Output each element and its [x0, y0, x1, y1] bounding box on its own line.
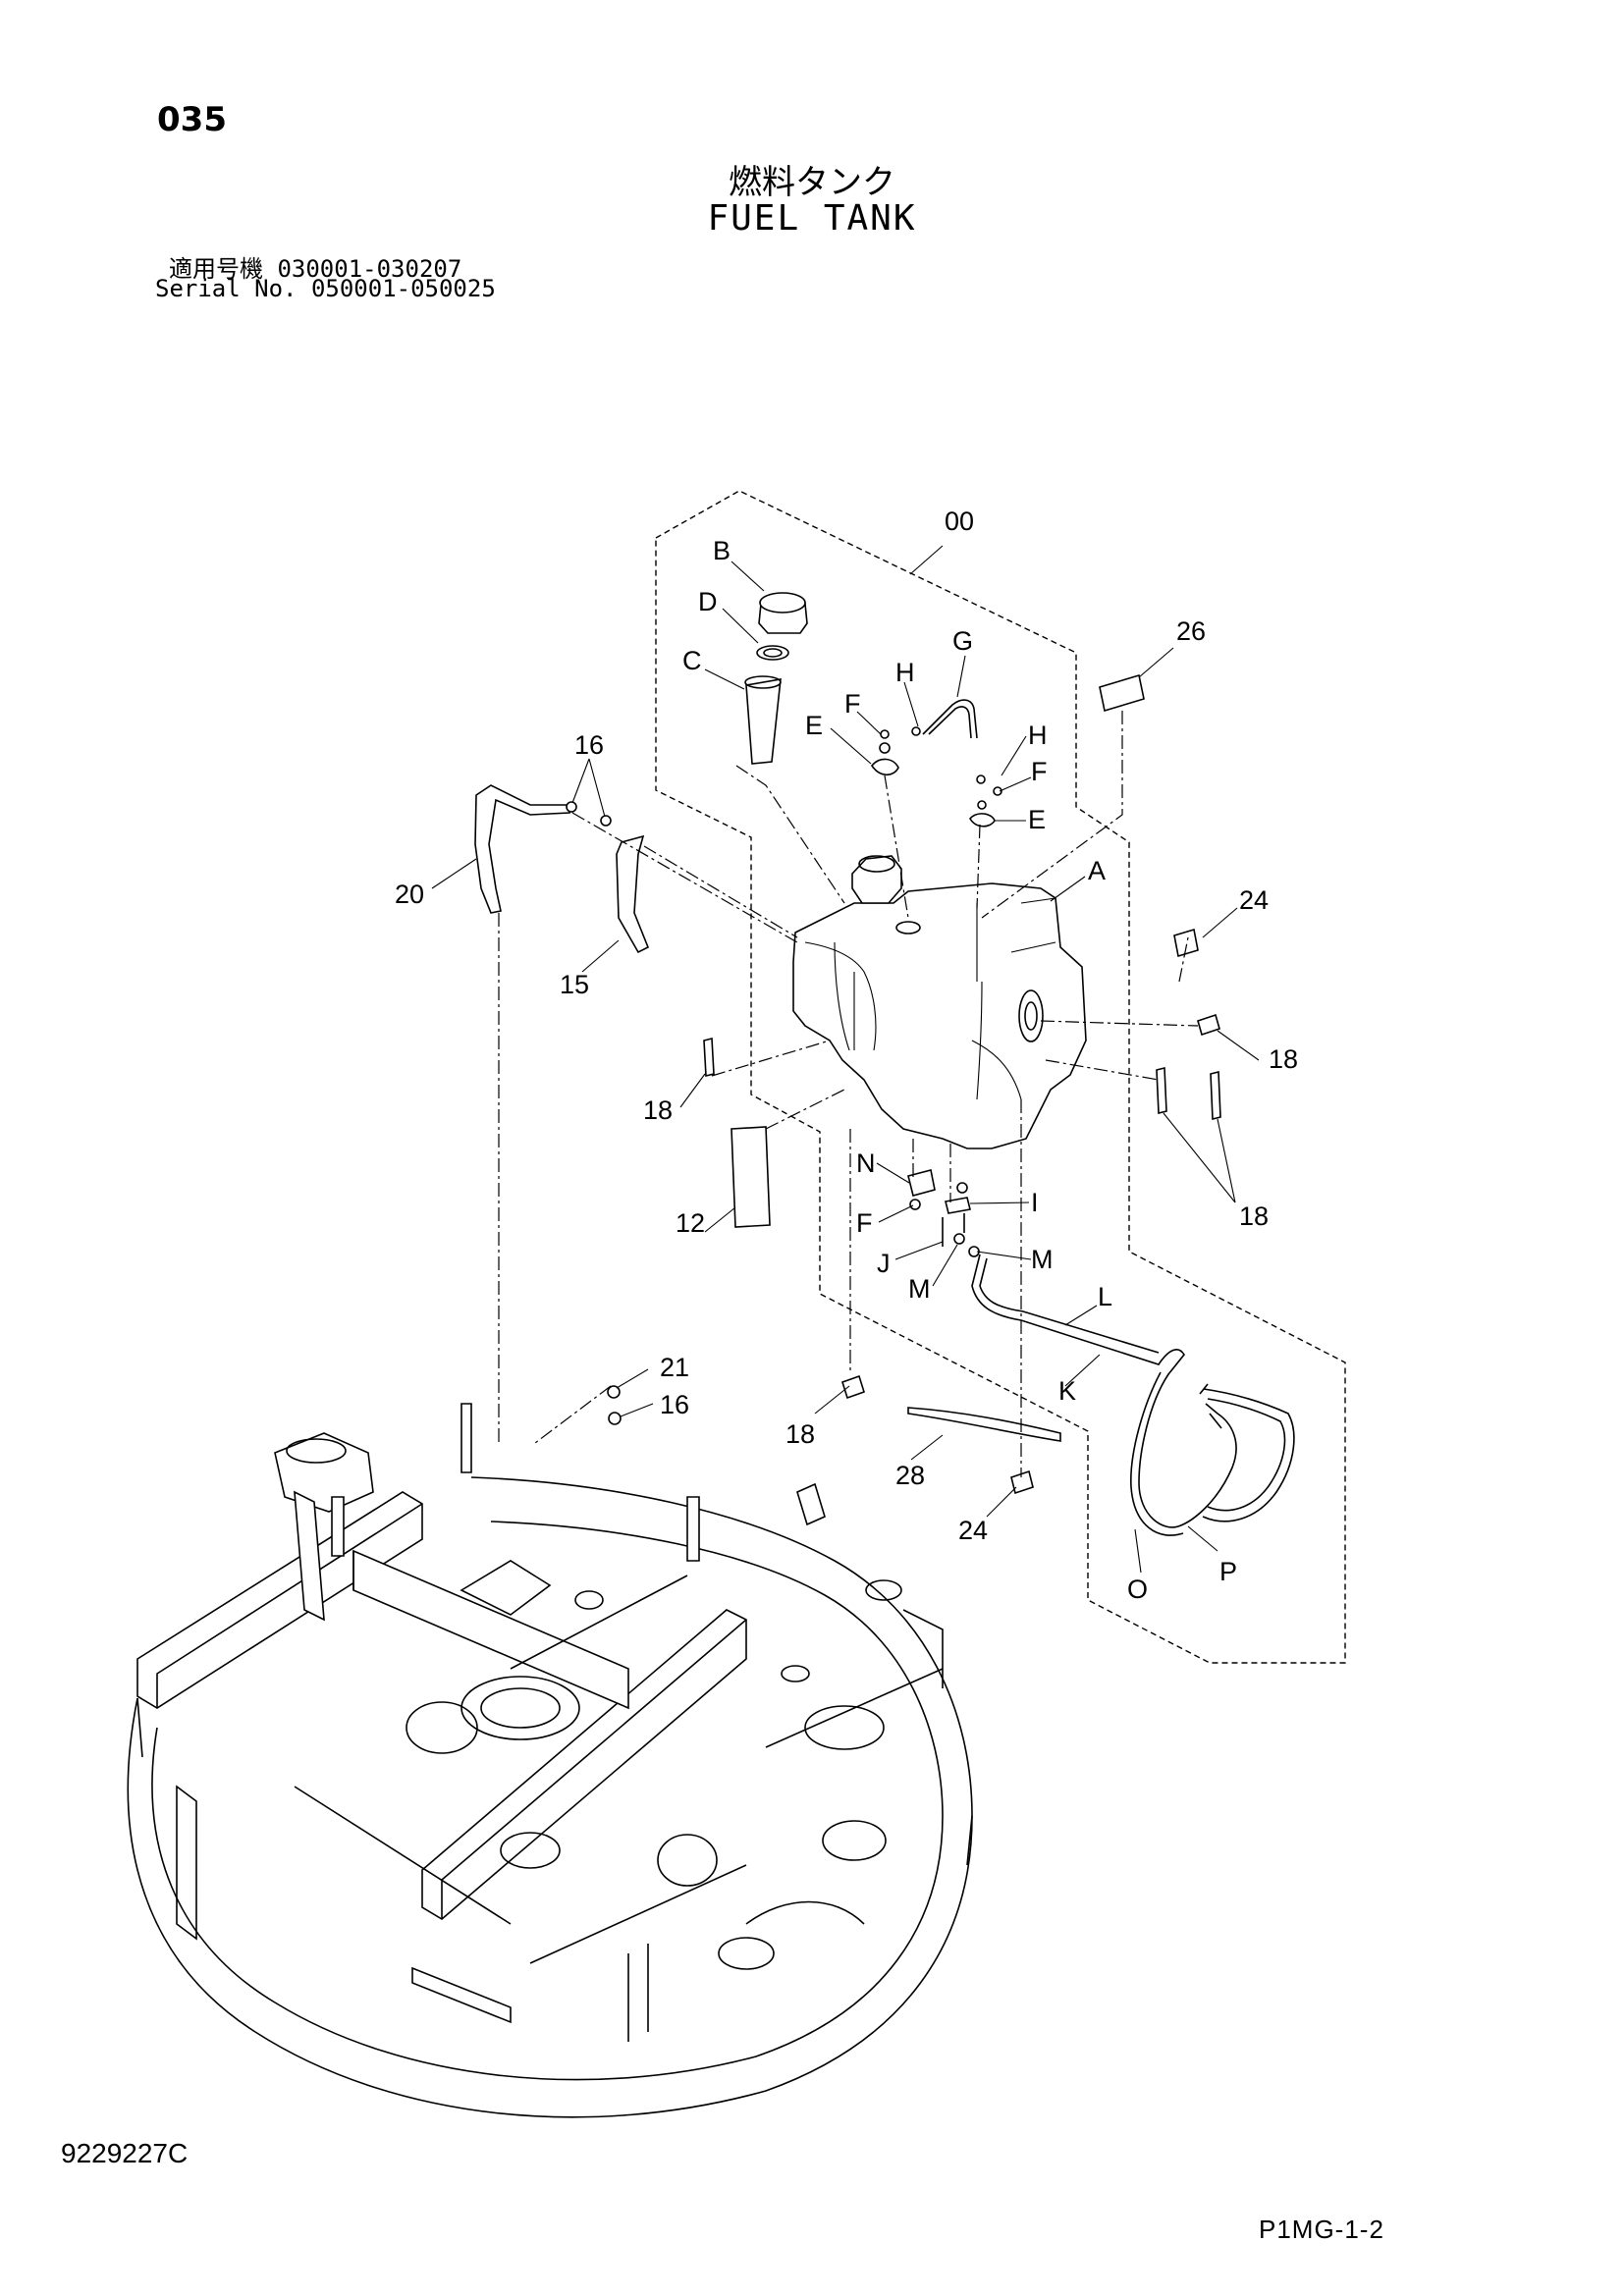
callout-m-left: M: [908, 1274, 931, 1304]
callout-21: 21: [660, 1353, 689, 1382]
upper-frame: [127, 1403, 973, 2118]
mounting-bolts: [607, 1385, 622, 1425]
callout-28: 28: [895, 1461, 925, 1490]
callout-18-right: 18: [1269, 1044, 1298, 1074]
callout-l: L: [1098, 1282, 1112, 1311]
callout-18-left: 18: [643, 1095, 673, 1125]
callout-h-right: H: [1028, 721, 1048, 750]
callout-f-right: F: [1031, 757, 1048, 786]
page-number: 035: [157, 100, 227, 139]
serial-range-en: Serial No. 050001-050025: [155, 275, 496, 302]
callout-24-lower: 24: [958, 1516, 988, 1545]
callout-a: A: [1088, 856, 1106, 885]
assembly-center-lines: [498, 711, 1199, 1477]
callout-h-upper: H: [895, 658, 915, 687]
callout-24-upper: 24: [1239, 885, 1269, 915]
vent-hose-fittings: [871, 699, 1002, 828]
callout-o: O: [1127, 1575, 1148, 1604]
callout-12: 12: [676, 1208, 705, 1238]
callout-labels: 00 B D C G 26 H F E H F E 16 20 15 A 24 …: [395, 507, 1298, 1604]
callout-18-lower: 18: [785, 1419, 815, 1449]
callout-j: J: [877, 1249, 891, 1278]
leader-lines: [431, 545, 1260, 1574]
pads: [703, 673, 1221, 1495]
callout-b: B: [713, 536, 731, 565]
callout-20: 20: [395, 880, 424, 909]
callout-e-right: E: [1028, 805, 1046, 834]
callout-g: G: [952, 626, 973, 656]
page-code: P1MG-1-2: [1259, 2215, 1384, 2244]
assembly-boundary: [655, 490, 1346, 1664]
title-japanese: 燃料タンク: [729, 163, 895, 202]
callout-18-lower-right: 18: [1239, 1201, 1269, 1231]
tank-straps: [474, 784, 650, 954]
callout-k: K: [1058, 1376, 1076, 1406]
callout-26: 26: [1176, 616, 1206, 646]
callout-f-upper: F: [844, 689, 861, 719]
callout-e-upper: E: [805, 711, 823, 740]
callout-15: 15: [560, 970, 589, 999]
serial-range-jp: 適用号機 030001-030207: [169, 255, 462, 283]
fuel-tank: [792, 855, 1087, 1149]
callout-f-lower: F: [856, 1208, 873, 1238]
document-number: 9229227C: [61, 2138, 189, 2168]
fuel-hoses: [971, 1254, 1295, 1536]
callout-d: D: [698, 587, 718, 616]
callout-n: N: [856, 1148, 876, 1178]
callout-00: 00: [945, 507, 974, 536]
callout-m-right: M: [1031, 1245, 1054, 1274]
callout-p: P: [1219, 1557, 1237, 1586]
drain-fittings: [907, 1169, 980, 1257]
callout-i: I: [1031, 1188, 1039, 1217]
callout-16-upper: 16: [574, 730, 604, 760]
title-english: FUEL TANK: [707, 198, 917, 239]
fuel-filler-assembly: [744, 592, 808, 765]
callout-16-lower: 16: [660, 1390, 689, 1419]
callout-c: C: [682, 646, 702, 675]
